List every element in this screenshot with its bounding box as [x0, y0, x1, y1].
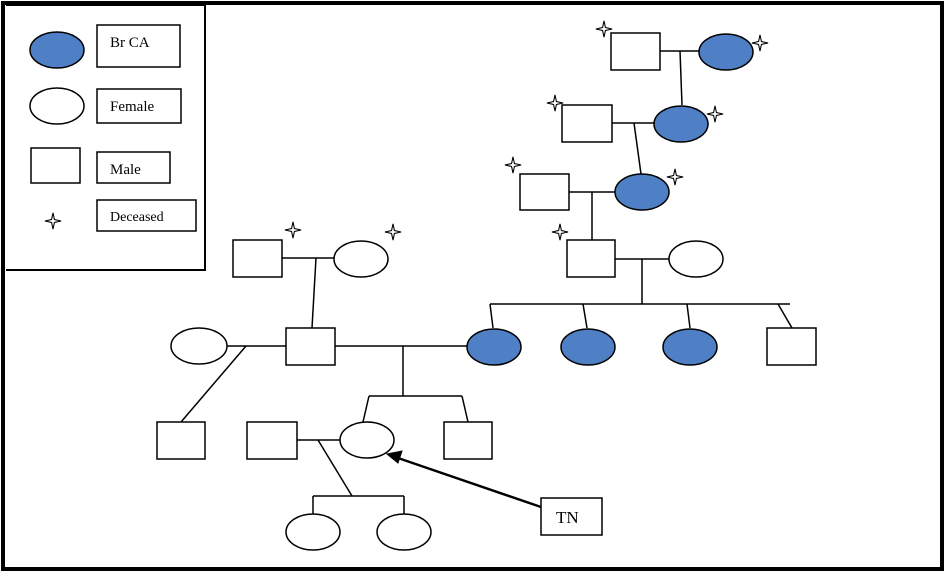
proband [339, 421, 395, 459]
legend-label-box [96, 24, 181, 68]
grandfather-paternal [232, 239, 283, 278]
half-brother [156, 421, 206, 460]
grandmother-maternal [668, 240, 724, 278]
legend-label-box [96, 151, 171, 184]
proband-label: TN [556, 508, 579, 527]
legend-label: Deceased [110, 210, 164, 225]
legend-label: Male [110, 162, 141, 178]
arrow-line [397, 456, 542, 509]
relationship-lines [180, 50, 793, 514]
g-grandfather-maternal [519, 173, 570, 211]
husband [246, 421, 298, 460]
daughter-1 [285, 513, 341, 551]
gg-grandmother [653, 105, 709, 143]
daughter-2 [376, 513, 432, 551]
legend-item-deceased: Deceased [44, 199, 197, 232]
uncle [766, 327, 817, 366]
legend-label-box [96, 199, 197, 232]
proband-label-box [540, 497, 603, 536]
legend-label-box [96, 88, 182, 124]
ggg-grandfather [610, 32, 661, 71]
brother [443, 421, 493, 460]
filled-oval-icon [29, 31, 85, 69]
legend-border [6, 4, 206, 271]
proband-pointer: TN [385, 450, 603, 536]
mother [466, 328, 522, 366]
father-first-wife [170, 327, 228, 365]
arrow-head-icon [385, 450, 403, 464]
legend-label: Br CA [110, 35, 150, 51]
grandmother-paternal [333, 240, 389, 278]
legend-label: Female [110, 99, 154, 115]
g-grandmother-maternal [614, 173, 670, 211]
oval-icon [29, 87, 85, 125]
aunt-1 [560, 328, 616, 366]
legend-item-br-ca: Br CA [29, 24, 181, 69]
legend: Br CA Female Male Deceased [6, 4, 206, 271]
father [285, 327, 336, 366]
aunt-2 [662, 328, 718, 366]
grandfather-maternal [566, 239, 616, 278]
gg-grandfather [561, 104, 613, 143]
individuals [156, 32, 817, 551]
legend-item-male: Male [30, 147, 171, 184]
square-icon [30, 147, 81, 184]
ggg-grandmother [698, 33, 754, 71]
legend-item-female: Female [29, 87, 182, 125]
